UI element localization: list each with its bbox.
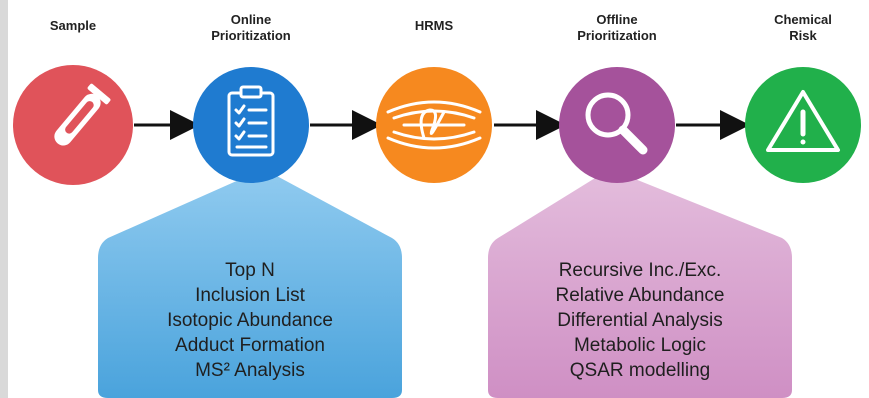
list-item: Relative Abundance (555, 285, 725, 306)
online-methods-callout (98, 175, 402, 398)
offline-methods-list: Recursive Inc./Exc. Relative Abundance D… (488, 258, 792, 383)
step-circle-online (193, 67, 309, 183)
list-item: Top N (225, 260, 275, 281)
warning-triangle-icon (766, 90, 840, 152)
magnifying-glass-icon (585, 92, 648, 155)
list-item: MS² Analysis (195, 360, 305, 381)
list-item: Recursive Inc./Exc. (558, 260, 722, 281)
step-label-hrms: HRMS (414, 18, 454, 33)
mass-spectrometer-icon (386, 100, 482, 150)
online-methods-list: Top N Inclusion List Isotopic Abundance … (98, 258, 402, 383)
list-item: Differential Analysis (557, 310, 723, 331)
offline-methods-callout (488, 175, 792, 398)
step-label-sample: Sample (49, 18, 97, 33)
test-tube-icon (54, 83, 111, 146)
left-margin-strip (0, 0, 8, 398)
list-item: QSAR modelling (569, 360, 711, 381)
step-circle-offline (559, 67, 675, 183)
list-item: Adduct Formation (175, 335, 325, 356)
list-item: Isotopic Abundance (167, 310, 333, 331)
clipboard-checklist-icon (227, 85, 275, 157)
list-item: Inclusion List (195, 285, 305, 306)
list-item: Metabolic Logic (573, 335, 707, 356)
